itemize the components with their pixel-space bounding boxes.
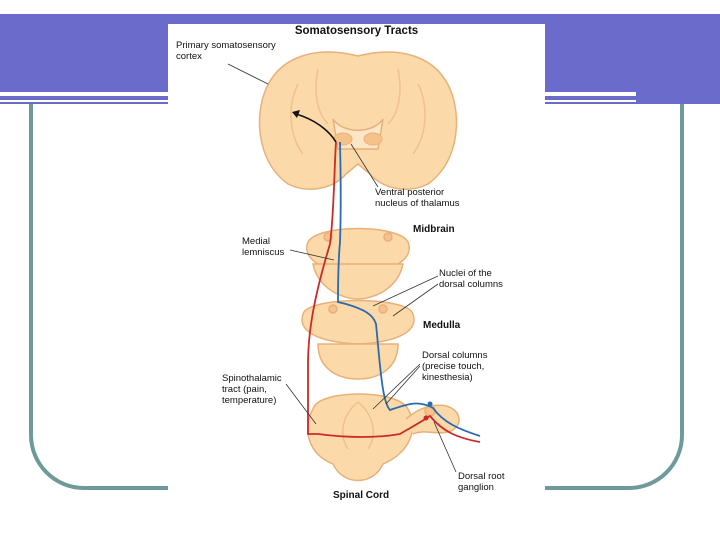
spinal-cord-section xyxy=(306,393,460,482)
label-thalamus: Ventral posterior nucleus of thalamus xyxy=(375,187,460,209)
label-midbrain: Midbrain xyxy=(413,224,455,235)
label-medulla: Medulla xyxy=(423,320,461,331)
label-spinal-cord: Spinal Cord xyxy=(333,490,390,501)
arrowhead-icon xyxy=(292,110,300,118)
label-spinothalamic: Spinothalamic tract (pain, temperature) xyxy=(222,373,282,406)
label-dorsal-columns: Dorsal columns (precise touch, kinesthes… xyxy=(422,350,488,383)
medulla-section xyxy=(301,299,415,380)
somatosensory-diagram: Somatosensory Tracts Primary somatosenso… xyxy=(168,24,545,501)
midbrain-section xyxy=(306,227,410,300)
label-primary-cortex: Primary somatosensory cortex xyxy=(176,40,276,62)
label-dorsal-nuclei: Nuclei of the dorsal columns xyxy=(439,268,503,290)
ganglion-dot-icon xyxy=(427,401,433,407)
diagram-svg xyxy=(227,51,481,482)
thalamus xyxy=(333,132,383,146)
leader-lines xyxy=(227,63,457,473)
dorsal-column-pathway xyxy=(337,141,481,437)
spinothalamic-pathway xyxy=(295,113,481,443)
label-medial-lemniscus: Medial lemniscus xyxy=(242,236,285,258)
brain-section xyxy=(258,51,458,190)
label-root-ganglion: Dorsal root ganglion xyxy=(458,471,505,493)
ganglion-dot-icon xyxy=(423,415,429,421)
diagram-title: Somatosensory Tracts xyxy=(294,25,419,37)
